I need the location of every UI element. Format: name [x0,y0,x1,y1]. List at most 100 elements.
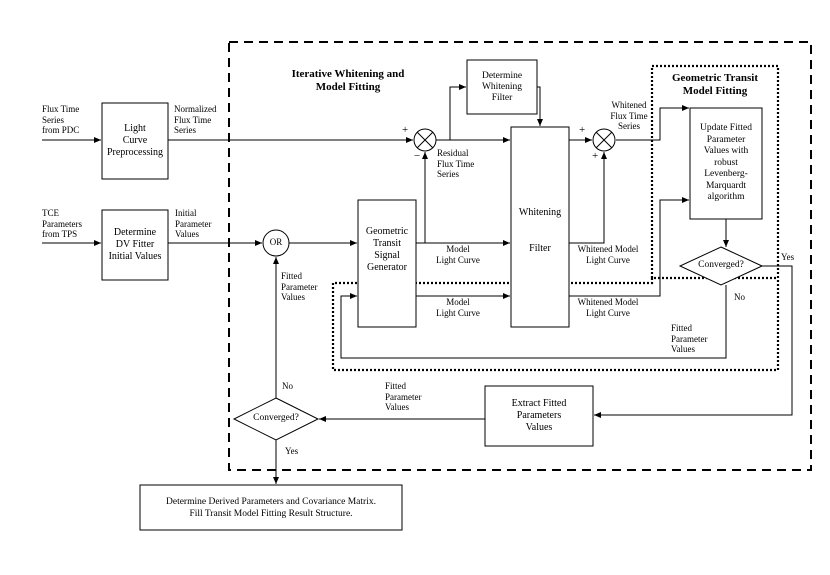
box-line: DV Fitter [115,239,155,250]
signal-generator-text: Geometric Transit Signal Generator [358,200,416,300]
whitening-filter-determine-box [466,59,538,115]
flux-input-label: Flux Time Series from PDC [42,104,79,136]
converged-inner-label: Converged? [698,260,744,270]
initial-parameter-label: Initial Parameter Values [175,208,211,240]
box-line: Levenberg- [704,169,748,180]
label-line: from PDC [42,125,80,135]
whitening-filter-determine-text: Determine Whitening Filter [467,60,537,114]
box-line: Filter [529,243,551,254]
iterative-region-border [228,41,812,471]
label-line: Light Curve [586,307,630,318]
box-line: Parameters [516,410,562,421]
whitened-model-2-label: Whitened Model Light Curve [570,297,646,318]
plus-sign-whitened-flux: + [579,124,586,136]
label-line: Flux Time [42,104,80,114]
no-outer-label: No [282,381,293,391]
label-line: Values [281,292,305,302]
derived-parameters-text: Determine Derived Parameters and Covaria… [140,485,402,530]
label-line: from TPS [42,229,78,239]
yes-inner-label: Yes [781,252,795,262]
label-line: Light Curve [436,254,480,265]
box-line: Whitening [481,81,523,92]
label-line: Series [618,121,640,131]
box-line: Determine [481,70,523,81]
whitened-model-1-to-junction-arrow [569,152,607,244]
geometric-heading: Geometric Transit Model Fitting [655,72,775,98]
residual-to-determine-arrow [449,84,466,140]
whitened-flux-label: Whitened Flux Time Series [600,100,658,132]
light-curve-preprocessing-text: Light Curve Preprocessing [102,103,168,179]
box-line: Preprocessing [106,147,164,158]
iterative-heading-line: Model Fitting [315,81,381,93]
converged-inner-no-loop [340,285,727,359]
label-line: Initial [175,208,197,218]
whitening-filter-text: Whitening Filter [511,196,569,266]
whitened-model-2-to-update-arrow [569,197,689,297]
label-line: Series [437,169,459,179]
label-line: Light Curve [586,254,630,265]
iterative-heading-line: Iterative Whitening and [291,68,405,80]
dv-fitter-box [101,209,169,281]
label-line: Model [446,297,470,307]
yes-outer-label: Yes [285,446,299,456]
box-line: Parameter [706,134,746,145]
geometric-heading-line: Model Fitting [682,85,748,97]
sum-junction-residual [413,128,437,152]
fitted-parameter-inner-label: Fitted Parameter Values [671,323,707,355]
whitened-model-1-label: Whitened Model Light Curve [570,244,646,265]
label-line: Values [175,229,199,239]
box-line: Update Fitted [700,123,752,134]
label-line: Flux Time [610,110,648,121]
label-line: Fitted [385,381,407,391]
model-light-curve-1-label: Model Light Curve [423,244,493,265]
box-line: robust [714,157,738,168]
box-line: Values with [703,146,749,157]
label-line: Values [671,344,695,354]
iterative-heading: Iterative Whitening and Model Fitting [268,68,428,94]
label-line: Values [385,402,409,412]
box-line: Transit [373,238,401,249]
label-line: Parameters [42,218,82,229]
sum-junction-whitened [592,128,616,152]
plus-sign-normalized: + [402,124,409,136]
geometric-region-extension [331,278,780,372]
label-line: Light Curve [436,307,480,318]
or-node-label: OR [269,237,283,247]
model-light-curve-2-label: Model Light Curve [423,297,493,318]
signal-generator-box [357,199,417,328]
converged-inner-yes-arrow [594,265,793,418]
update-fitted-text: Update Fitted Parameter Values with robu… [690,108,762,219]
normalized-flux-label: Normalized Flux Time Series [174,104,216,136]
box-line: Fill Transit Model Fitting Result Struct… [189,508,353,519]
box-line: Curve [122,135,148,146]
label-line: Flux Time [437,158,475,169]
label-line: TCE [42,208,59,218]
label-line: Whitened Model [577,244,639,254]
box-line: algorithm [707,192,745,203]
converged-outer-label: Converged? [253,413,299,423]
box-line: Signal [374,250,400,261]
label-line: Fitted [671,323,693,333]
box-line: Determine Derived Parameters and Covaria… [166,496,376,507]
plus-sign-whitened-model: + [592,150,599,162]
box-line: Values [525,422,553,433]
minus-sign-model: − [414,150,421,162]
label-line: Series [174,125,196,135]
label-line: Fitted [281,271,303,281]
box-line: Generator [367,262,407,273]
no-inner-label: No [734,292,745,302]
box-line: Geometric [365,226,409,237]
label-line: Whitened [611,100,647,110]
label-line: Residual [437,148,469,158]
tce-input-label: TCE Parameters from TPS [42,208,82,240]
extract-fitted-box [484,385,594,447]
box-line: Filter [491,92,513,103]
label-line: Parameter [385,391,422,402]
converged-inner-diamond [678,246,764,286]
box-line: Light [124,123,146,134]
residual-flux-label: Residual Flux Time Series [437,148,474,180]
derived-parameters-box [139,484,403,531]
geometric-heading-line: Geometric Transit [671,72,759,84]
label-line: Series [42,114,64,125]
